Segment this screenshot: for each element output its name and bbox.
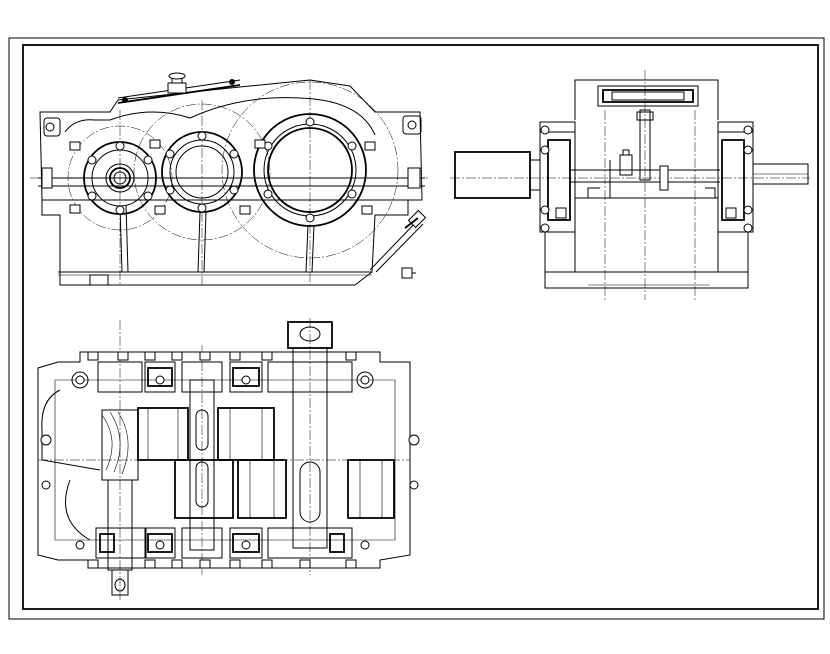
output-bearing-cap — [253, 113, 367, 227]
drain-plug — [401, 267, 413, 279]
input-bearing-cap — [83, 141, 157, 215]
sheet-outer-border — [8, 37, 825, 620]
output-shaft — [287, 321, 333, 549]
front-housing-outline — [39, 79, 423, 286]
gear-stage-2 — [174, 459, 395, 519]
top-section-bolts — [40, 351, 420, 569]
top-section-view — [37, 318, 420, 600]
top-bearings — [97, 361, 353, 393]
top-housing-outline — [37, 351, 411, 569]
input-shaft-coupling — [454, 151, 531, 199]
side-housing-top — [574, 79, 719, 120]
front-view — [30, 72, 430, 286]
inspection-cover — [117, 72, 241, 104]
side-flange-bolts — [540, 125, 753, 233]
bottom-bearings — [95, 527, 353, 559]
intermediate-bearing-cap — [161, 131, 243, 213]
oil-dipstick — [369, 209, 427, 273]
gear-stage-1 — [137, 407, 275, 461]
front-flange-bolts — [69, 139, 376, 215]
side-view — [450, 70, 810, 300]
sheet-inner-frame — [22, 44, 819, 610]
